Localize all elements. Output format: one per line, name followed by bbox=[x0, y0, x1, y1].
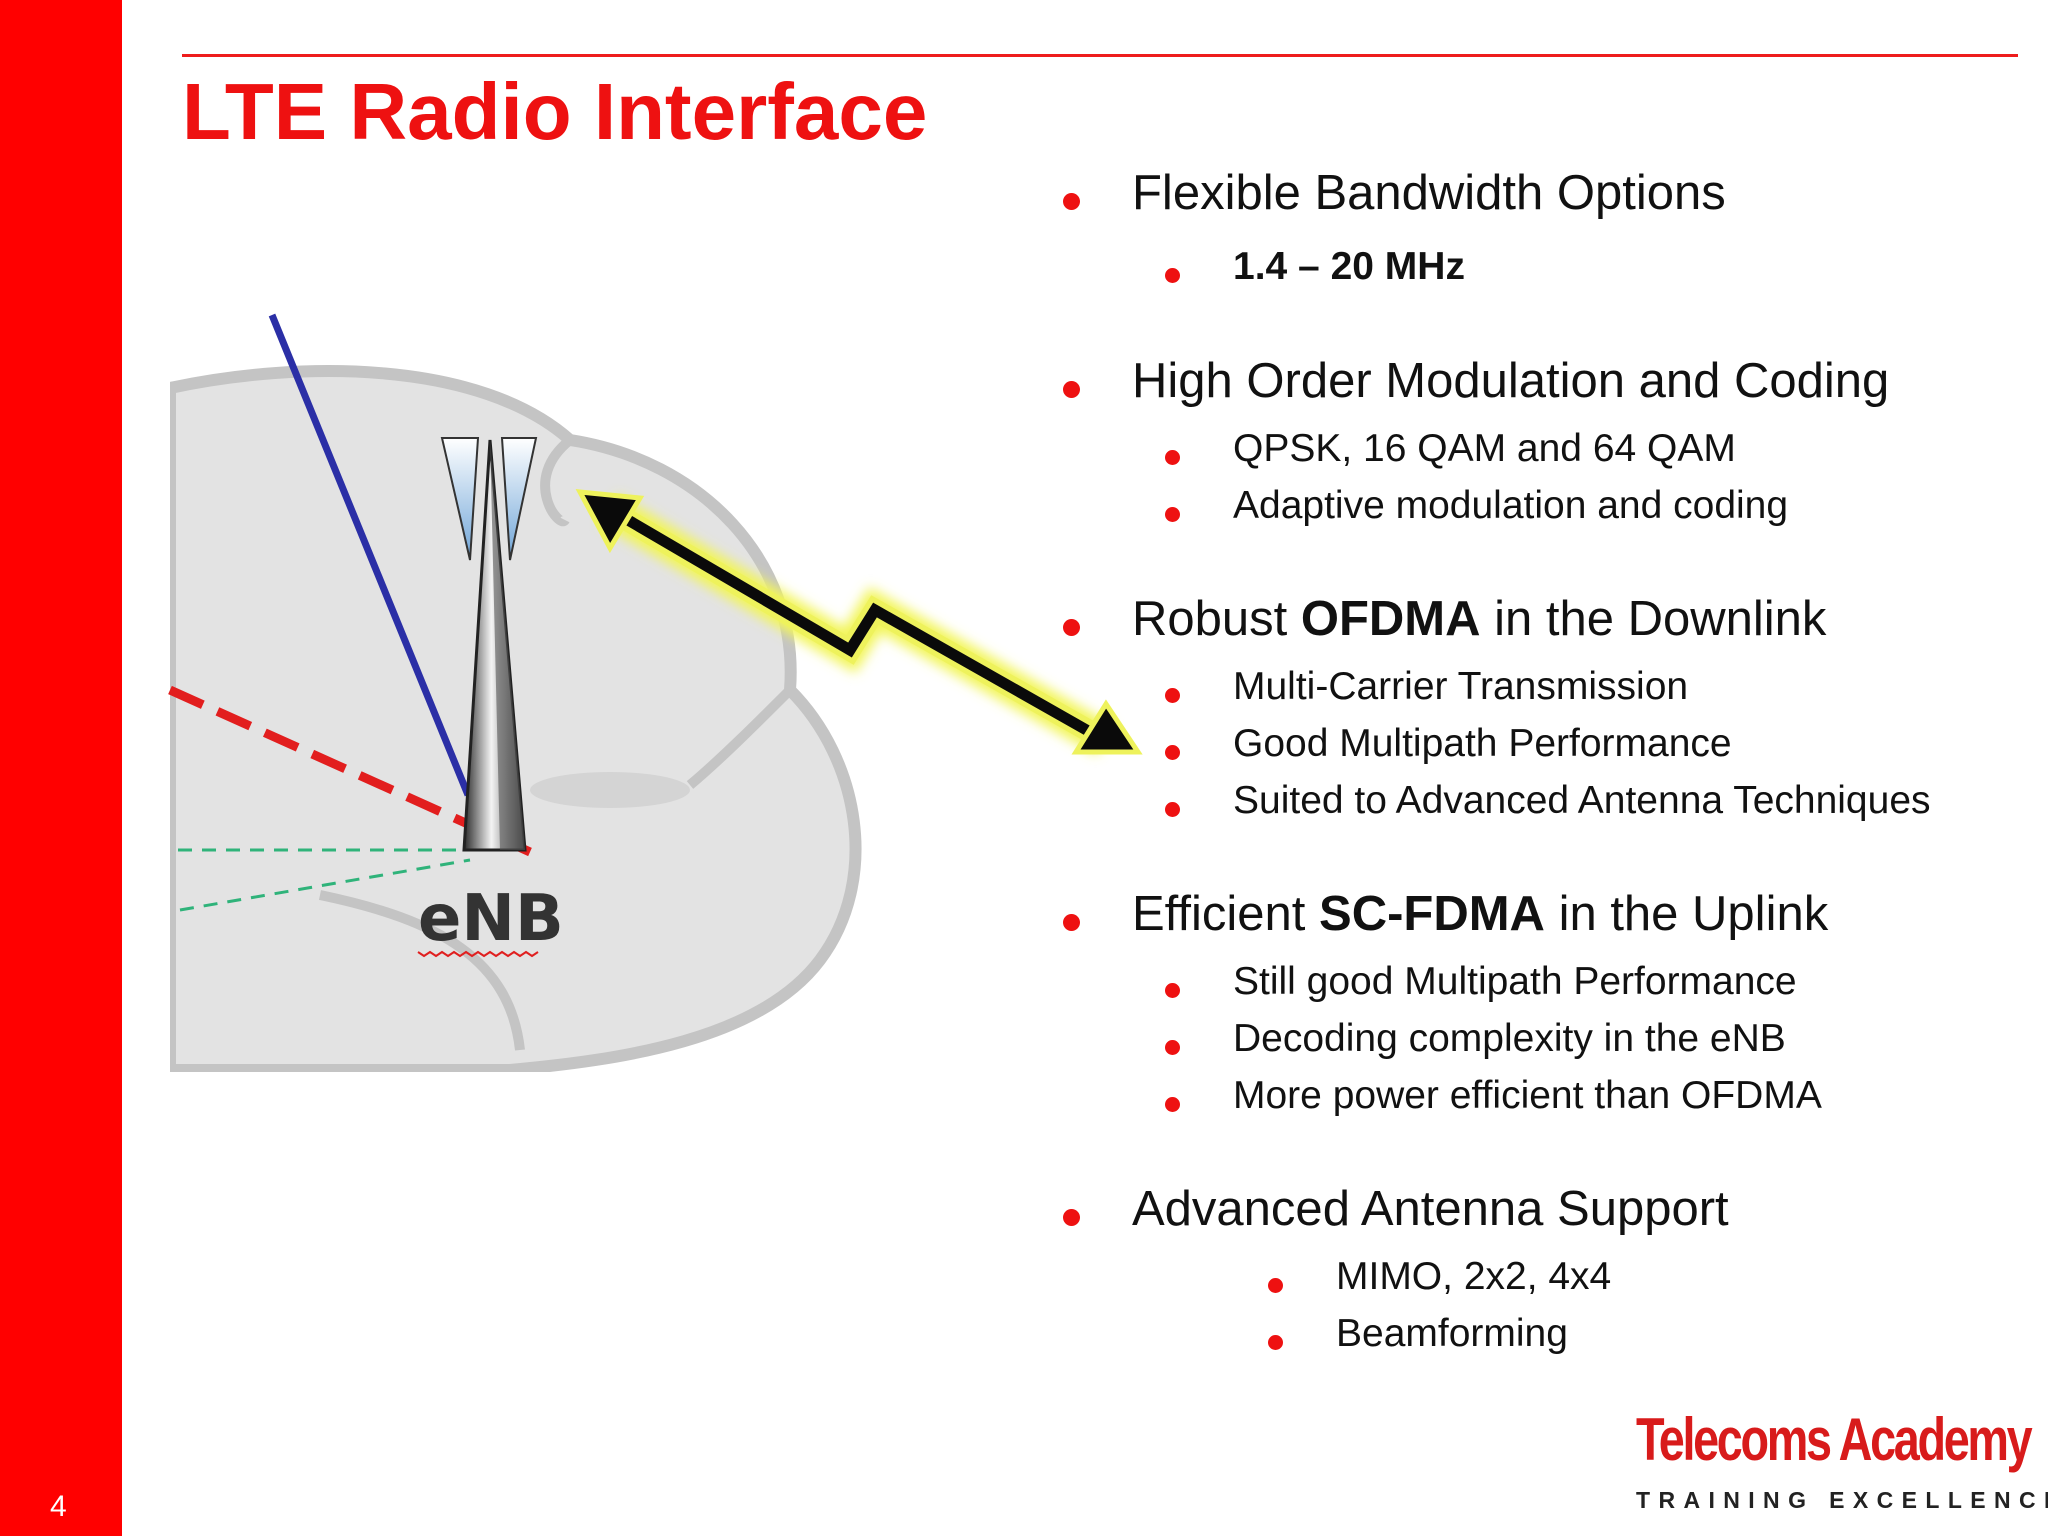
bullet-dot bbox=[1268, 1335, 1283, 1350]
bullet-dot bbox=[1165, 1097, 1180, 1112]
radio-link-arrow-icon bbox=[575, 489, 1143, 755]
logo-name: Telecoms Academy bbox=[1636, 1406, 2033, 1473]
bullet-dot bbox=[1063, 914, 1080, 931]
lte-diagram: eNB bbox=[168, 313, 1143, 1072]
logo-tagline: TRAINING EXCELLENCE bbox=[1636, 1487, 2048, 1513]
enb-label: eNB bbox=[418, 882, 564, 956]
slide-title: LTE Radio Interface bbox=[182, 67, 928, 156]
bullet-dot bbox=[1165, 450, 1180, 465]
cell-tower-icon bbox=[440, 437, 538, 852]
bullet-dot bbox=[1063, 193, 1080, 210]
title-rule bbox=[182, 54, 2018, 57]
bullet-dot bbox=[1165, 983, 1180, 998]
bullet-dot bbox=[1165, 802, 1180, 817]
company-logo: Telecoms Academy TRAINING EXCELLENCE bbox=[1636, 1405, 2048, 1513]
side-accent-bar bbox=[0, 0, 122, 1536]
bullet-dot bbox=[1063, 1209, 1080, 1226]
page-number: 4 bbox=[50, 1490, 67, 1523]
bullet-dot bbox=[1165, 688, 1180, 703]
bullet-dot bbox=[1165, 268, 1180, 283]
bullet-dot bbox=[1063, 619, 1080, 636]
bullet-dot bbox=[1165, 1040, 1180, 1055]
bullet-dot bbox=[1165, 745, 1180, 760]
blue-beam-line bbox=[268, 313, 472, 797]
bullet-dot bbox=[1063, 381, 1080, 398]
bullet-dot bbox=[1268, 1278, 1283, 1293]
bullet-dot bbox=[1165, 507, 1180, 522]
